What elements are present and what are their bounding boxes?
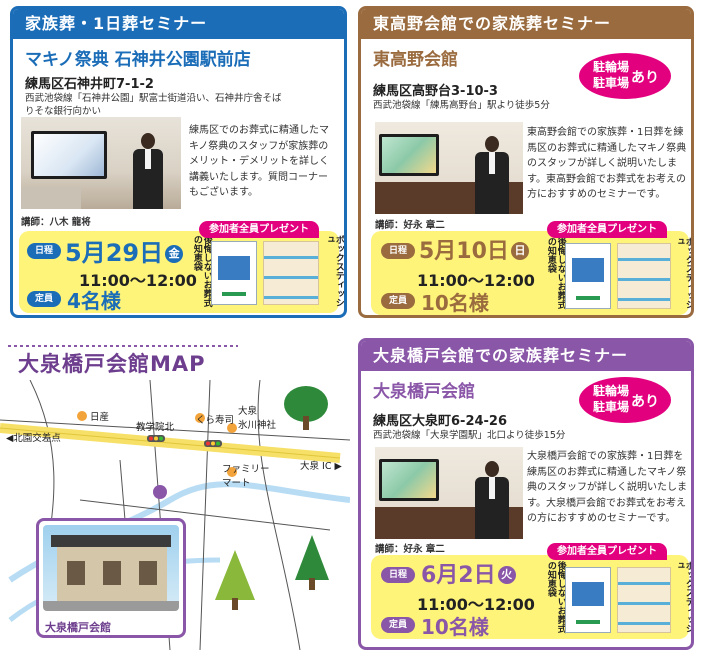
weekday-badge: 日 <box>510 242 529 260</box>
map-label-shrine: 大泉 氷川神社 <box>238 406 277 431</box>
schedule-panel: 日程 5月10日日 11:00〜12:00 定員 10名様 後悔しないお葬式の知… <box>371 231 691 315</box>
lecturer: 講師：好永 章二 <box>375 544 445 555</box>
capacity-value: 4名様 <box>67 289 121 313</box>
description: 東高野会館での家族葬・1日葬を練馬区のお葬式に精通したマキノ祭典のスタッフが詳し… <box>527 127 687 200</box>
lecturer: 講師：八木 龍将 <box>21 217 91 228</box>
lecturer: 講師：好永 章二 <box>375 220 445 231</box>
capacity-label: 定員 <box>27 291 61 307</box>
map-title: 大泉橋戸会館MAP <box>18 352 206 376</box>
schedule-label: 日程 <box>27 243 61 259</box>
seminar-card-shakujii: 家族葬・1日葬セミナー マキノ祭典 石神井公園駅前店 練馬区石神井町7-1-2 … <box>10 6 347 318</box>
weekday-badge: 金 <box>165 245 184 263</box>
description: 大泉橋戸会館での家族葬・1日葬を練馬区のお葬式に精通したマキノ祭典のスタッフが詳… <box>527 451 687 524</box>
tissue-box-icon <box>617 567 671 633</box>
seminar-time: 11:00〜12:00 <box>417 595 535 614</box>
seminar-date: 5月29日金 <box>65 233 184 268</box>
seminar-photo <box>21 117 181 209</box>
tissue-box-icon <box>617 243 671 309</box>
tissue-label: ボックスティッシュ <box>673 237 694 309</box>
seminar-photo <box>375 447 523 539</box>
venue-address: 練馬区高野台3-10-3 <box>373 84 498 99</box>
schedule-panel: 日程 6月2日火 11:00〜12:00 定員 10名様 後悔しないお葬式の知恵… <box>371 555 691 639</box>
tissue-label: ボックスティッシュ <box>323 235 344 307</box>
card-header: 家族葬・1日葬セミナー <box>13 9 344 39</box>
seminar-card-higashi-kouya: 東高野会館での家族葬セミナー 東高野会館 練馬区高野台3-10-3 西武池袋線「… <box>358 6 694 318</box>
capacity-label: 定員 <box>381 617 415 633</box>
hall-photo: 大泉橋戸会館 <box>36 518 186 638</box>
tissue-box-icon <box>263 241 319 305</box>
hall-photo-caption: 大泉橋戸会館 <box>45 621 111 634</box>
seminar-time: 11:00〜12:00 <box>79 271 197 290</box>
schedule-label: 日程 <box>381 243 415 259</box>
venue-name: マキノ祭典 石神井公園駅前店 <box>25 50 251 70</box>
capacity-label: 定員 <box>381 293 415 309</box>
seminar-date: 5月10日日 <box>419 233 529 265</box>
present-tag: 参加者全員プレゼント <box>199 221 319 238</box>
seminar-card-oizumi-hashido: 大泉橋戸会館での家族葬セミナー 大泉橋戸会館 練馬区大泉町6-24-26 西武池… <box>358 338 694 650</box>
map-label-kyogakuin: 教学院北 <box>136 422 175 433</box>
seminar-time: 11:00〜12:00 <box>417 271 535 290</box>
gift-booklet-icon <box>565 243 611 309</box>
gift-label: 後悔しないお葬式の知恵袋 <box>545 237 566 309</box>
map-label-familymart: ファミリー マート <box>222 464 270 489</box>
venue-address: 練馬区石神井町7-1-2 <box>25 77 154 92</box>
present-tag: 参加者全員プレゼント <box>547 221 667 238</box>
gift-booklet-icon <box>211 241 257 305</box>
seminar-date: 6月2日火 <box>421 557 516 589</box>
present-tag: 参加者全員プレゼント <box>547 543 667 560</box>
venue-name: 大泉橋戸会館 <box>373 382 475 402</box>
map-label-kurazushi: くら寿司 <box>196 415 235 426</box>
venue-access: 西武池袋線「石神井公園」駅富士街道沿い、石神井庁舎そば りそな銀行向かい <box>25 93 282 117</box>
schedule-panel: 日程 5月29日金 11:00〜12:00 定員 4名様 後悔しないお葬式の知恵… <box>19 231 344 313</box>
capacity-value: 10名様 <box>421 291 489 315</box>
capacity-value: 10名様 <box>421 615 489 639</box>
map-label-oizumi-ic: 大泉 IC ▶ <box>300 461 342 472</box>
venue-name: 東高野会館 <box>373 50 458 70</box>
parking-badge: 駐輪場 駐車場 あり <box>579 377 671 423</box>
map-label-kitaen: ◀北園交差点 <box>6 433 61 444</box>
map-label-nissan: 日産 <box>90 412 110 423</box>
tissue-label: ボックスティッシュ <box>673 561 694 633</box>
gift-label: 後悔しないお葬式の知恵袋 <box>545 561 566 633</box>
venue-access: 西武池袋線「大泉学園駅」北口より徒歩15分 <box>373 430 566 441</box>
seminar-photo <box>375 122 523 214</box>
gift-label: 後悔しないお葬式の知恵袋 <box>191 235 212 307</box>
schedule-label: 日程 <box>381 567 415 583</box>
parking-badge: 駐輪場 駐車場 あり <box>579 53 671 99</box>
card-header: 大泉橋戸会館での家族葬セミナー <box>361 341 691 371</box>
gift-booklet-icon <box>565 567 611 633</box>
weekday-badge: 火 <box>497 566 516 584</box>
card-header: 東高野会館での家族葬セミナー <box>361 9 691 39</box>
description: 練馬区でのお葬式に精通したマキノ祭典のスタッフが家族葬のメリット・デメリットを詳… <box>189 125 329 198</box>
venue-access: 西武池袋線「練馬高野台」駅より徒歩5分 <box>373 100 550 111</box>
venue-address: 練馬区大泉町6-24-26 <box>373 414 508 429</box>
map-title-underline <box>8 345 238 347</box>
